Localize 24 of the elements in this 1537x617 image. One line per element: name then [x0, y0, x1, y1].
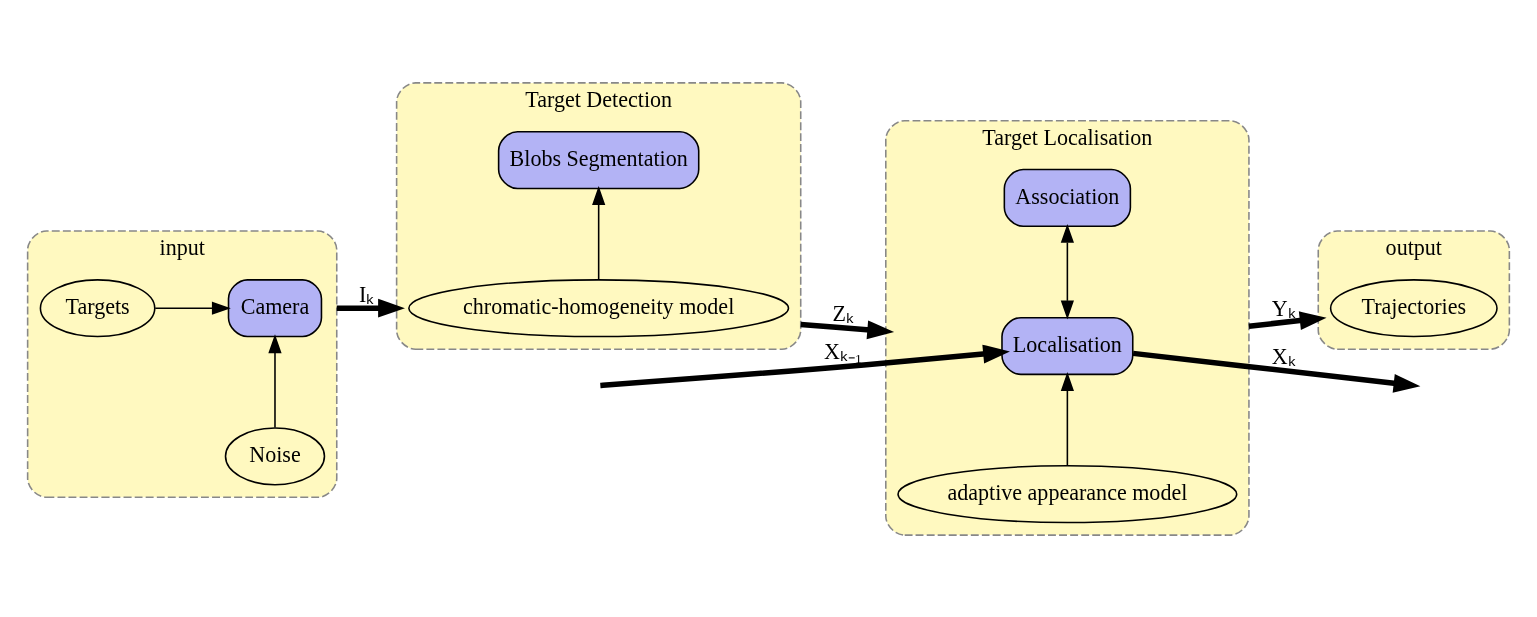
arrow [154, 301, 231, 315]
edge-label: Zₖ [832, 300, 854, 326]
node-ellipse: Noise [224, 426, 326, 485]
node-ellipse: Targets [39, 278, 156, 337]
edge-label: Xₖ [1271, 343, 1296, 369]
arrow [1060, 223, 1074, 319]
node-ellipse: Trajectories [1329, 278, 1498, 337]
node-box: Camera [227, 278, 323, 337]
arrow [1060, 371, 1074, 466]
node-ellipse: chromatic-homogeneity model [408, 278, 790, 337]
arrow [592, 185, 606, 280]
edge-label: Iₖ [359, 281, 375, 307]
edge-label: Xₖ₋₁ [823, 338, 863, 364]
edge-label: Yₖ [1271, 295, 1296, 321]
arrow [336, 298, 405, 318]
arrow [800, 320, 895, 339]
node-ellipse: adaptive appearance model [897, 464, 1238, 523]
node-box: Association [1003, 168, 1132, 227]
node-box: Blobs Segmentation [497, 130, 700, 189]
arrow [1248, 310, 1327, 330]
arrow [1132, 350, 1421, 393]
arrow [268, 333, 282, 428]
node-box: Localisation [1001, 316, 1134, 375]
arrow [600, 344, 1010, 388]
